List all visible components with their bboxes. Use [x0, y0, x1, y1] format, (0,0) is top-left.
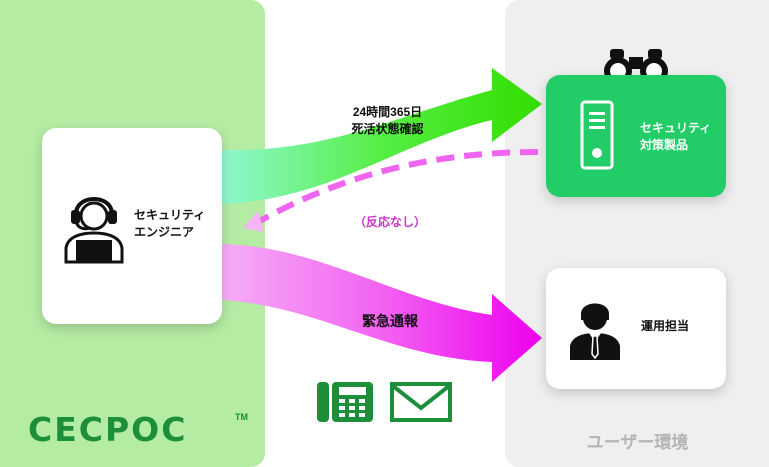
monitoring-label: 24時間365日 死活状態確認 — [351, 105, 424, 136]
emergency-arrow — [222, 244, 542, 382]
server-icon — [580, 100, 614, 170]
no-response-arrowhead — [243, 211, 264, 232]
admin-label: 運用担当 — [641, 319, 690, 333]
mail-icon — [390, 382, 452, 422]
telephone-icon — [317, 382, 373, 422]
engineer-card — [42, 128, 222, 324]
monitoring-arrow — [222, 68, 542, 204]
admin-card — [546, 268, 726, 389]
cecpoc-logo: CECPOC — [28, 410, 188, 449]
headset-operator-icon — [64, 197, 124, 264]
engineer-label: セキュリティ エンジニア — [134, 208, 206, 239]
product-label: セキュリティ 対策製品 — [640, 121, 712, 152]
user-environment-label: ユーザー環境 — [586, 433, 689, 452]
emergency-label: 緊急通報 — [362, 313, 418, 329]
security-product-card — [546, 75, 726, 197]
businessman-icon — [570, 303, 620, 360]
no-response-dashed-arrow — [256, 149, 539, 225]
trademark-mark: TM — [235, 412, 248, 422]
no-response-label: （反応なし） — [353, 215, 426, 229]
